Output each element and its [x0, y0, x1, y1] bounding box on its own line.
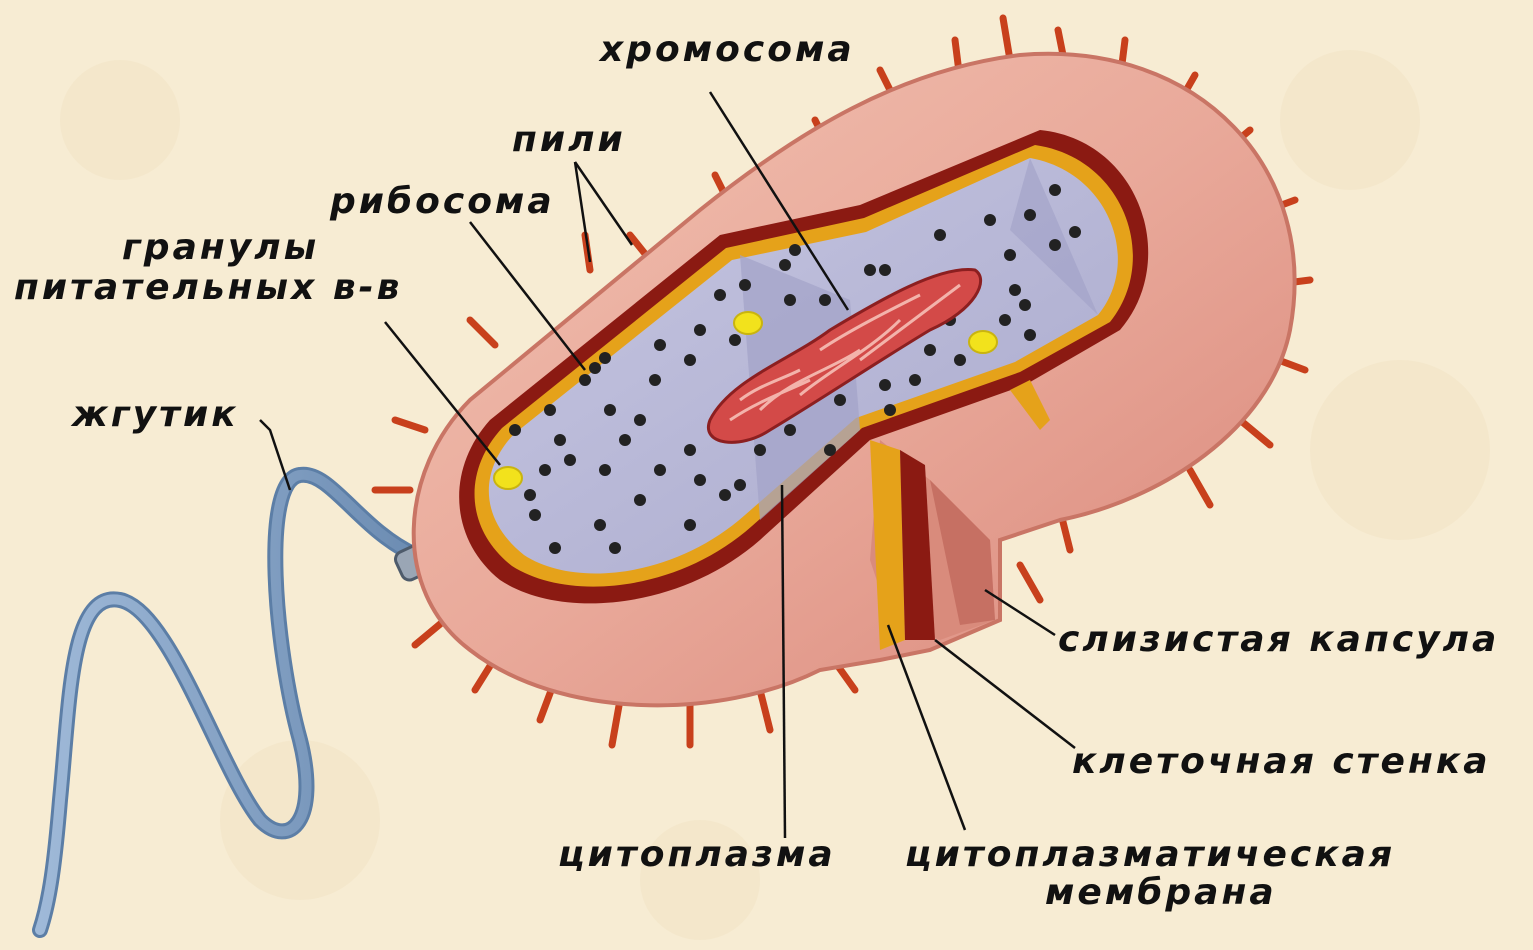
label-membrane-line1: цитоплазматическая [905, 835, 1395, 875]
label-granules-line2: питательных в-в [14, 268, 402, 308]
label-granules-line1: гранулы [122, 228, 319, 268]
leader-cell-wall [935, 640, 1075, 748]
label-membrane-line2: мембрана [1045, 873, 1277, 913]
label-pili: пили [512, 120, 626, 160]
label-cytoplasm: цитоплазма [558, 835, 836, 875]
label-chromosome: хромосома [600, 30, 855, 70]
leader-ribosome [470, 222, 585, 370]
leader-pili-1 [575, 162, 590, 262]
label-slime-capsule: слизистая капсула [1058, 620, 1499, 660]
label-cell-wall: клеточная стенка [1072, 742, 1491, 782]
leader-flagellum [260, 420, 290, 490]
label-flagellum: жгутик [72, 395, 239, 435]
label-ribosome: рибосома [330, 182, 555, 222]
